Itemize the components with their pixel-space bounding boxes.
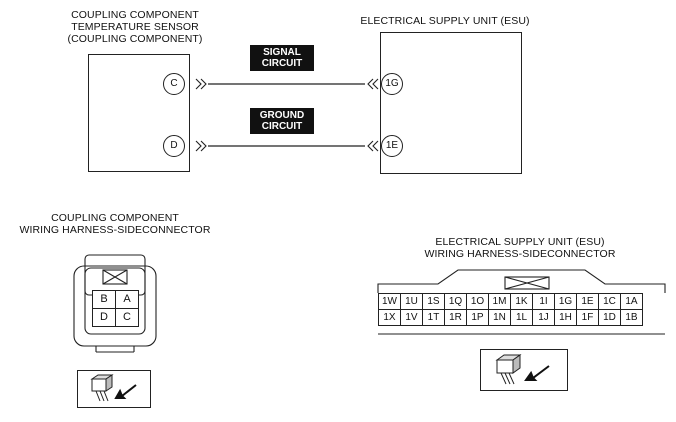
coupling-pin-c: C: [115, 308, 139, 327]
coupling-pin-d: D: [92, 308, 116, 327]
sensor-pin-d: D: [163, 135, 185, 157]
esu-pin-1e-cell: 1E: [576, 293, 599, 310]
esu-pin-1t: 1T: [422, 309, 445, 326]
esu-pin-1w: 1W: [378, 293, 401, 310]
esu-pin-1i: 1I: [532, 293, 555, 310]
esu-pin-1s: 1S: [422, 293, 445, 310]
esu-pin-1v: 1V: [400, 309, 423, 326]
connector-mark-c: [195, 78, 207, 90]
esu-pin-1q: 1Q: [444, 293, 467, 310]
esu-title: ELECTRICAL SUPPLY UNIT (ESU): [360, 15, 530, 27]
ground-tag-line2: CIRCUIT: [261, 121, 303, 132]
sensor-pin-c: C: [163, 73, 185, 95]
sensor-title-line2: TEMPERATURE SENSOR: [71, 21, 199, 33]
connector-plug-icon: [495, 354, 550, 385]
sensor-title-line3: (COUPLING COMPONENT): [67, 33, 203, 45]
esu-pin-1k: 1K: [510, 293, 533, 310]
esu-pin-1o: 1O: [466, 293, 489, 310]
esu-pin-1b: 1B: [620, 309, 643, 326]
coupling-pin-b: B: [92, 290, 116, 309]
esu-pin-1c: 1C: [598, 293, 621, 310]
esu-pin-1d: 1D: [598, 309, 621, 326]
signal-circuit-tag: SIGNAL CIRCUIT: [250, 45, 314, 71]
connector-view-arrow-icon: [480, 349, 568, 391]
coupling-connector-title-line1: COUPLING COMPONENT: [51, 212, 179, 224]
esu-pin-1n: 1N: [488, 309, 511, 326]
esu-pin-row-1: 1W 1U 1S 1Q 1O 1M 1K 1I 1G 1E 1C 1A: [378, 293, 643, 310]
sensor-title-line1: COUPLING COMPONENT: [71, 9, 199, 21]
esu-box: [380, 32, 522, 174]
esu-pin-1f: 1F: [576, 309, 599, 326]
connector-mark-1e: [367, 140, 379, 152]
signal-tag-line2: CIRCUIT: [261, 58, 303, 69]
esu-pin-1x: 1X: [378, 309, 401, 326]
coupling-pin-a: A: [115, 290, 139, 309]
ground-tag-line1: GROUND: [259, 110, 305, 121]
connector-plug-icon: [90, 374, 137, 402]
esu-pin-1u: 1U: [400, 293, 423, 310]
esu-pin-table: 1W 1U 1S 1Q 1O 1M 1K 1I 1G 1E 1C 1A 1X 1…: [378, 293, 643, 326]
esu-pin-row-2: 1X 1V 1T 1R 1P 1N 1L 1J 1H 1F 1D 1B: [378, 309, 643, 326]
esu-pin-1h: 1H: [554, 309, 577, 326]
esu-pin-1g-cell: 1G: [554, 293, 577, 310]
esu-connector-shape: [377, 269, 666, 335]
esu-pin-1p: 1P: [466, 309, 489, 326]
ground-circuit-tag: GROUND CIRCUIT: [250, 108, 314, 134]
signal-tag-line1: SIGNAL: [263, 47, 301, 58]
esu-pin-1l: 1L: [510, 309, 533, 326]
connector-view-arrow-icon: [77, 370, 151, 408]
esu-pin-1j: 1J: [532, 309, 555, 326]
connector-mark-d: [195, 140, 207, 152]
esu-pin-1r: 1R: [444, 309, 467, 326]
connector-mark-1g: [367, 78, 379, 90]
esu-pin-1g: 1G: [381, 73, 403, 95]
esu-connector-title-line1: ELECTRICAL SUPPLY UNIT (ESU): [435, 236, 605, 248]
esu-connector-title-line2: WIRING HARNESS-SIDECONNECTOR: [424, 248, 616, 260]
esu-pin-1m: 1M: [488, 293, 511, 310]
esu-pin-1a: 1A: [620, 293, 643, 310]
coupling-connector-title-line2: WIRING HARNESS-SIDECONNECTOR: [19, 224, 211, 236]
esu-pin-1e: 1E: [381, 135, 403, 157]
